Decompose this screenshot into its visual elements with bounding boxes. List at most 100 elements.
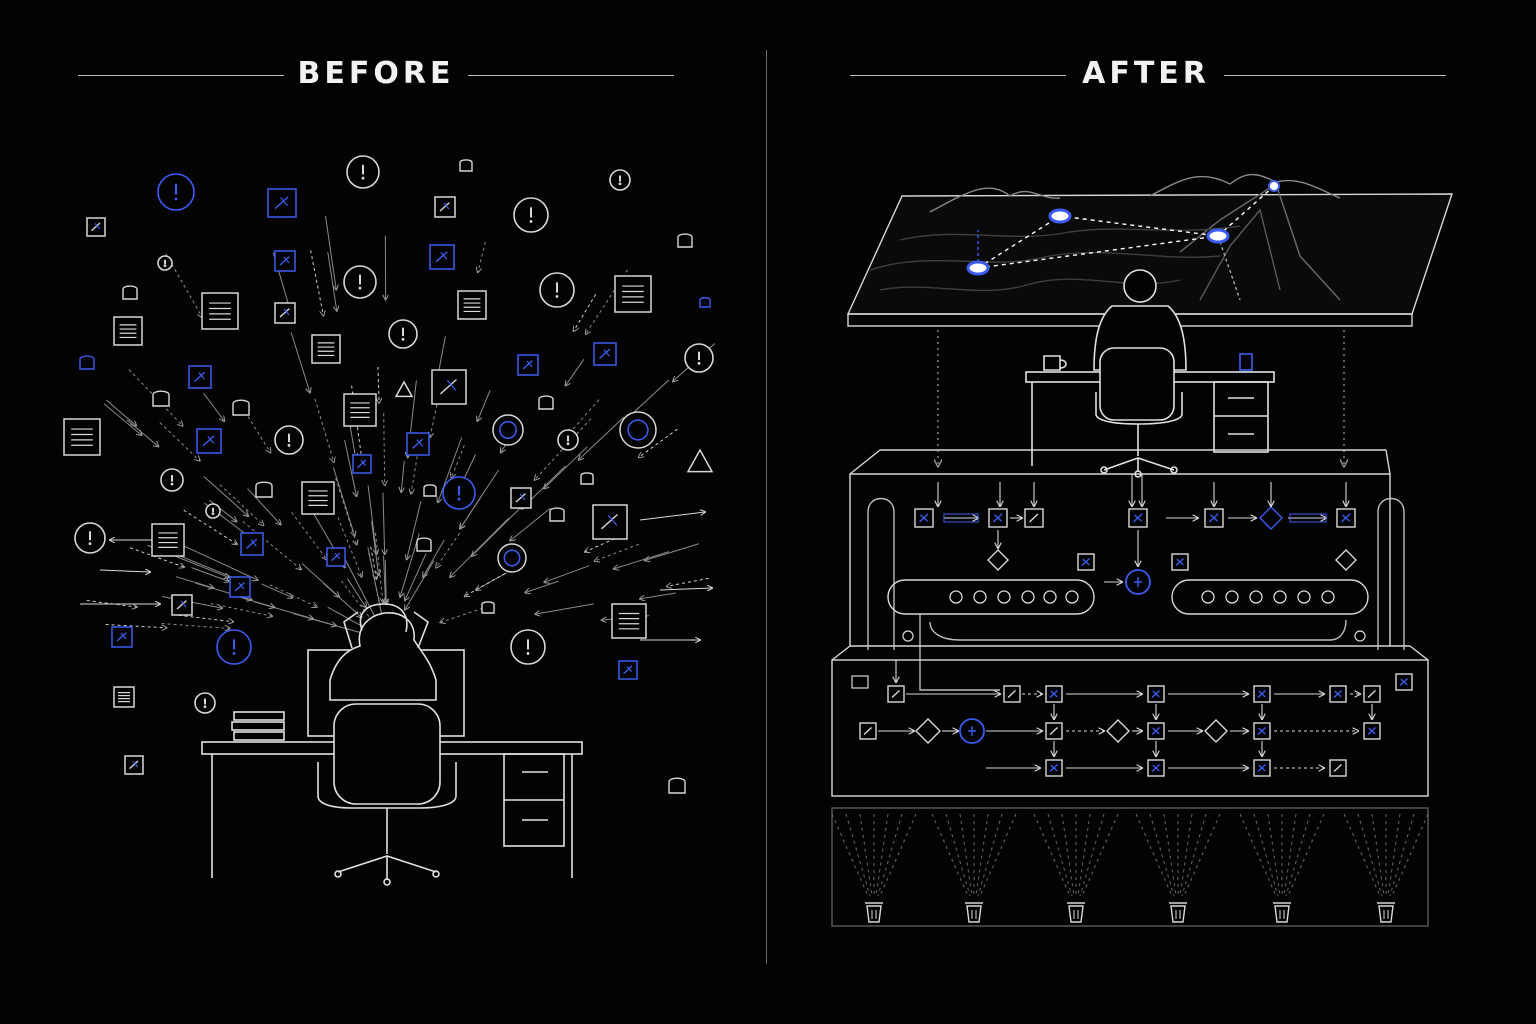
incoming-arrow: [344, 439, 357, 496]
chat-bubble-icon: [122, 285, 138, 300]
incoming-arrow: [238, 400, 270, 452]
incoming-arrow: [639, 428, 678, 457]
incoming-arrow: [310, 250, 324, 315]
conveyor-roller-icon: [1043, 590, 1057, 604]
alert-circle-icon: [274, 425, 304, 455]
process-node-icon: [1253, 685, 1271, 703]
task-square-icon: [229, 576, 251, 598]
decision-diamond-icon: [915, 718, 941, 744]
incoming-arrow: [203, 475, 248, 516]
warning-triangle-icon: [686, 448, 714, 473]
route-node-icon: [1206, 228, 1230, 244]
incoming-arrow: [183, 509, 237, 544]
incoming-arrow: [346, 578, 366, 608]
sync-badge-icon: [497, 543, 527, 573]
conveyor-roller-icon: [902, 630, 914, 642]
task-square-icon: [111, 626, 133, 648]
output-stream: [877, 813, 903, 897]
task-square-icon: [267, 188, 297, 218]
incoming-arrow: [327, 251, 337, 311]
flow-connector: [1289, 513, 1327, 523]
incoming-arrow: [438, 437, 463, 503]
output-stream: [1181, 813, 1207, 897]
output-stream: [1149, 813, 1175, 897]
task-square-icon: [406, 432, 430, 456]
route-node-icon: [1048, 208, 1072, 224]
paper-stack: [233, 711, 285, 721]
process-node-icon: [1128, 508, 1148, 528]
process-node-icon: [1045, 759, 1063, 777]
document-icon: [614, 275, 652, 313]
conveyor-roller-icon: [997, 590, 1011, 604]
alert-circle-icon: [216, 629, 252, 665]
document-icon: [63, 418, 101, 456]
alert-circle-icon: [194, 692, 216, 714]
incoming-arrow: [175, 576, 213, 588]
chat-bubble-icon: [580, 472, 594, 485]
conveyor-roller-icon: [1273, 590, 1287, 604]
task-square-icon: [188, 365, 212, 389]
decision-diamond-icon: [1204, 719, 1228, 743]
lower-housing: [831, 659, 1429, 797]
alert-circle-icon: [205, 503, 221, 519]
document-icon: [301, 481, 335, 515]
output-bins: [831, 813, 1429, 923]
incoming-arrow: [368, 552, 385, 630]
process-node-icon: [887, 685, 905, 703]
output-stream: [1285, 813, 1311, 897]
incoming-arrow: [191, 567, 229, 582]
task-square-icon: [326, 547, 346, 567]
incoming-arrow: [465, 570, 511, 597]
panel-divider: [766, 50, 767, 964]
before-title-rule-right: [468, 75, 674, 76]
process-node-icon: [1395, 673, 1413, 691]
incoming-arrow: [385, 560, 386, 604]
incoming-arrow: [180, 543, 257, 580]
incoming-arrow: [126, 419, 158, 446]
incoming-arrow: [325, 215, 337, 290]
process-node-icon: [1147, 685, 1165, 703]
task-square-icon: [510, 487, 532, 509]
chat-bubble-icon: [416, 537, 432, 552]
incoming-arrow: [525, 580, 559, 592]
trash-bin-icon: [965, 902, 983, 923]
before-title: BEFORE: [297, 56, 455, 91]
incoming-arrow: [269, 584, 317, 607]
flow-connector: [943, 513, 979, 523]
incoming-arrow: [510, 507, 551, 540]
alert-circle-icon: [513, 197, 549, 233]
process-node-icon: [1363, 685, 1381, 703]
task-square-icon: [274, 302, 296, 324]
task-square-icon: [240, 532, 264, 556]
after-title-rule-right: [1224, 75, 1446, 76]
warning-triangle-icon: [394, 380, 414, 398]
automation-machine: [831, 449, 1429, 927]
process-flow: [851, 474, 1413, 777]
incoming-arrow: [645, 543, 699, 561]
alert-circle-icon: [684, 343, 714, 373]
incoming-arrow: [400, 533, 420, 597]
alert-circle-icon: [74, 522, 106, 554]
incoming-arrow: [301, 563, 339, 596]
alert-circle-icon: [343, 265, 377, 299]
trash-bin-icon: [1067, 902, 1085, 923]
stressed-person: [329, 612, 437, 701]
chat-bubble-icon: [481, 601, 495, 614]
alert-circle-icon: [557, 429, 579, 451]
process-node-icon: [1024, 508, 1044, 528]
incoming-arrow: [291, 512, 327, 559]
incoming-arrow: [430, 398, 439, 437]
output-stream: [945, 813, 971, 897]
incoming-arrow: [384, 413, 385, 485]
process-node-icon: [914, 508, 934, 528]
incoming-arrow: [99, 570, 150, 572]
chat-bubble-icon: [232, 399, 250, 416]
process-node-icon: [859, 722, 877, 740]
task-square-icon: [592, 504, 628, 540]
task-square-icon: [274, 250, 296, 272]
incoming-arrow: [332, 467, 354, 535]
chat-bubble-icon: [549, 507, 565, 522]
output-stream: [845, 813, 871, 897]
incoming-arrow: [247, 488, 281, 525]
conveyor-roller-icon: [1021, 590, 1035, 604]
